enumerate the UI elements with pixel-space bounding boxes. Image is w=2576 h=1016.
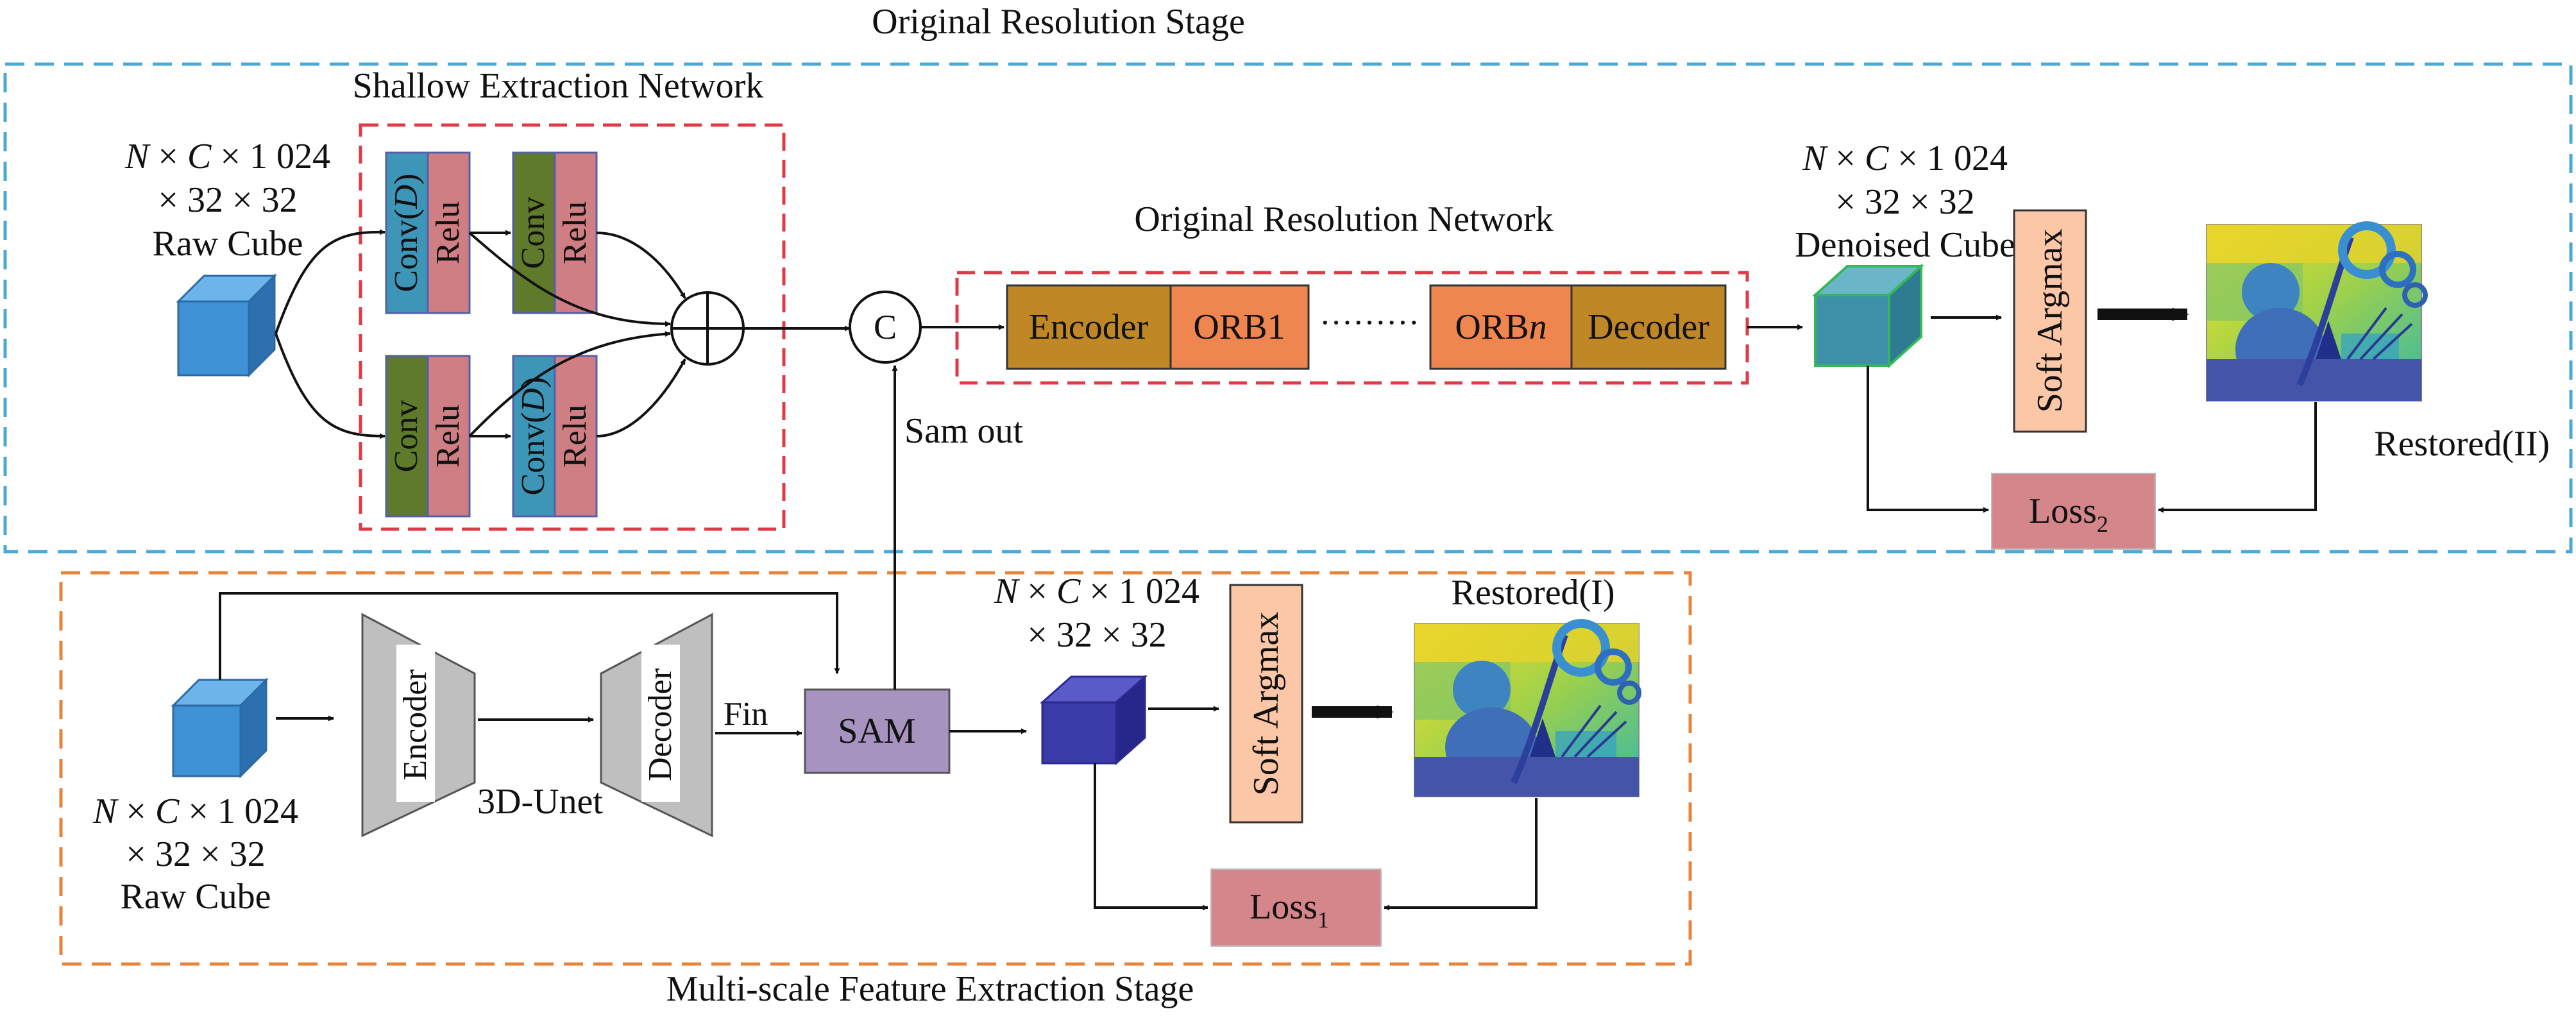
raw-cube-top xyxy=(176,273,277,378)
svg-text:Soft Argmax: Soft Argmax xyxy=(2030,229,2070,413)
sum-in-3 xyxy=(468,331,671,437)
svg-text:× 32 × 32: × 32 × 32 xyxy=(126,834,265,874)
svg-text:Relu: Relu xyxy=(557,405,593,468)
skip-to-sam xyxy=(219,592,840,680)
svg-text:Decoder: Decoder xyxy=(1588,307,1709,347)
unet-decoder: Decoder xyxy=(600,613,713,838)
bottom-branch-conv-block: Conv Relu xyxy=(385,355,471,518)
restored-1-label: Restored(I) xyxy=(1451,573,1614,613)
svg-text:N × C × 1 024: N × C × 1 024 xyxy=(1802,139,2008,178)
svg-text:N × C × 1 024: N × C × 1 024 xyxy=(92,792,298,831)
loss-2-box: Loss2 xyxy=(1991,473,2156,550)
svg-text:× 32 × 32: × 32 × 32 xyxy=(158,180,297,220)
sum-in-2 xyxy=(596,232,686,300)
curve-to-top-branch xyxy=(275,229,386,334)
svg-text:Denoised Cube: Denoised Cube xyxy=(1795,225,2015,265)
restored2-to-loss2 xyxy=(2158,402,2317,513)
svg-text:ORBn: ORBn xyxy=(1455,307,1546,347)
concat-node: C xyxy=(849,291,922,364)
svg-text:× 32 × 32: × 32 × 32 xyxy=(1027,615,1166,655)
shallow-extraction-title: Shallow Extraction Network xyxy=(353,66,764,106)
sum-node xyxy=(670,291,745,366)
orn-title: Original Resolution Network xyxy=(1134,199,1553,239)
raw-cube-bottom xyxy=(171,677,269,779)
sum-in-4 xyxy=(596,359,686,437)
cube2-label: N × C × 1 024 × 32 × 32 xyxy=(994,572,1199,655)
svg-text:Conv(D): Conv(D) xyxy=(515,377,552,496)
cube2 xyxy=(1040,674,1148,766)
svg-text:Conv: Conv xyxy=(388,400,425,473)
restored-image-1 xyxy=(1414,619,1641,797)
raw-cube-label-top: N × C × 1 024 × 32 × 32 Raw Cube xyxy=(124,137,330,264)
svg-text:N × C × 1 024: N × C × 1 024 xyxy=(994,572,1199,611)
svg-text:Encoder: Encoder xyxy=(1029,307,1149,347)
orn-orbn-block: ORBn xyxy=(1429,284,1573,370)
original-resolution-stage-frame xyxy=(3,62,2573,554)
loss-1-box: Loss1 xyxy=(1210,868,1382,947)
svg-text:Relu: Relu xyxy=(430,201,466,264)
orn-orb1-block: ORB1 xyxy=(1169,284,1310,370)
restored-image-2 xyxy=(2206,221,2428,402)
svg-text:Loss2: Loss2 xyxy=(2029,491,2108,537)
orn-encoder-block: Encoder xyxy=(1006,284,1172,370)
svg-text:Conv: Conv xyxy=(515,197,552,269)
unet-encoder: Encoder xyxy=(361,613,476,838)
fin-label: Fin xyxy=(724,696,768,732)
svg-text:C: C xyxy=(874,308,897,346)
svg-text:Relu: Relu xyxy=(430,405,466,468)
svg-text:SAM: SAM xyxy=(838,711,915,751)
orn-ellipsis: ········· xyxy=(1319,305,1419,341)
svg-text:ORB1: ORB1 xyxy=(1193,307,1285,347)
restored-2-label: Restored(II) xyxy=(2374,424,2550,464)
svg-text:Raw Cube: Raw Cube xyxy=(153,224,303,264)
top-branch-convd-block: Conv(D) Relu xyxy=(385,151,471,314)
orn-decoder-block: Decoder xyxy=(1570,284,1727,370)
multiscale-stage-frame xyxy=(59,571,1692,966)
svg-text:Encoder: Encoder xyxy=(397,669,434,780)
svg-text:Relu: Relu xyxy=(557,201,593,264)
sam-out-label: Sam out xyxy=(904,411,1024,451)
svg-text:Soft Argmax: Soft Argmax xyxy=(1246,612,1286,796)
curve-to-bottom-branch xyxy=(275,333,386,439)
sum-in-1 xyxy=(468,232,671,327)
denoised-to-loss2 xyxy=(1867,366,1989,513)
bottom-branch-convd-block: Conv(D) Relu xyxy=(512,355,598,518)
svg-text:N × C × 1 024: N × C × 1 024 xyxy=(124,137,330,176)
multiscale-stage-title: Multi-scale Feature Extraction Stage xyxy=(666,969,1194,1009)
cube2-to-loss1 xyxy=(1094,763,1208,911)
unet-label: 3D-Unet xyxy=(477,782,603,822)
raw-cube-label-bottom: N × C × 1 024 × 32 × 32 Raw Cube xyxy=(92,792,298,917)
softargmax-bottom: Soft Argmax xyxy=(1229,584,1303,824)
top-branch-conv-block: Conv Relu xyxy=(512,151,598,314)
softargmax-top: Soft Argmax xyxy=(2013,209,2087,433)
denoised-cube xyxy=(1811,263,1925,369)
svg-text:Raw Cube: Raw Cube xyxy=(121,877,271,917)
denoised-cube-label: N × C × 1 024 × 32 × 32 Denoised Cube xyxy=(1795,139,2015,265)
svg-text:× 32 × 32: × 32 × 32 xyxy=(1835,182,1974,222)
original-resolution-stage-title: Original Resolution Stage xyxy=(872,2,1245,42)
svg-text:Decoder: Decoder xyxy=(642,668,679,781)
svg-text:Loss1: Loss1 xyxy=(1250,887,1329,933)
svg-text:Conv(D): Conv(D) xyxy=(388,174,425,292)
sam-block: SAM xyxy=(804,688,951,774)
restored1-to-loss1 xyxy=(1384,798,1538,911)
